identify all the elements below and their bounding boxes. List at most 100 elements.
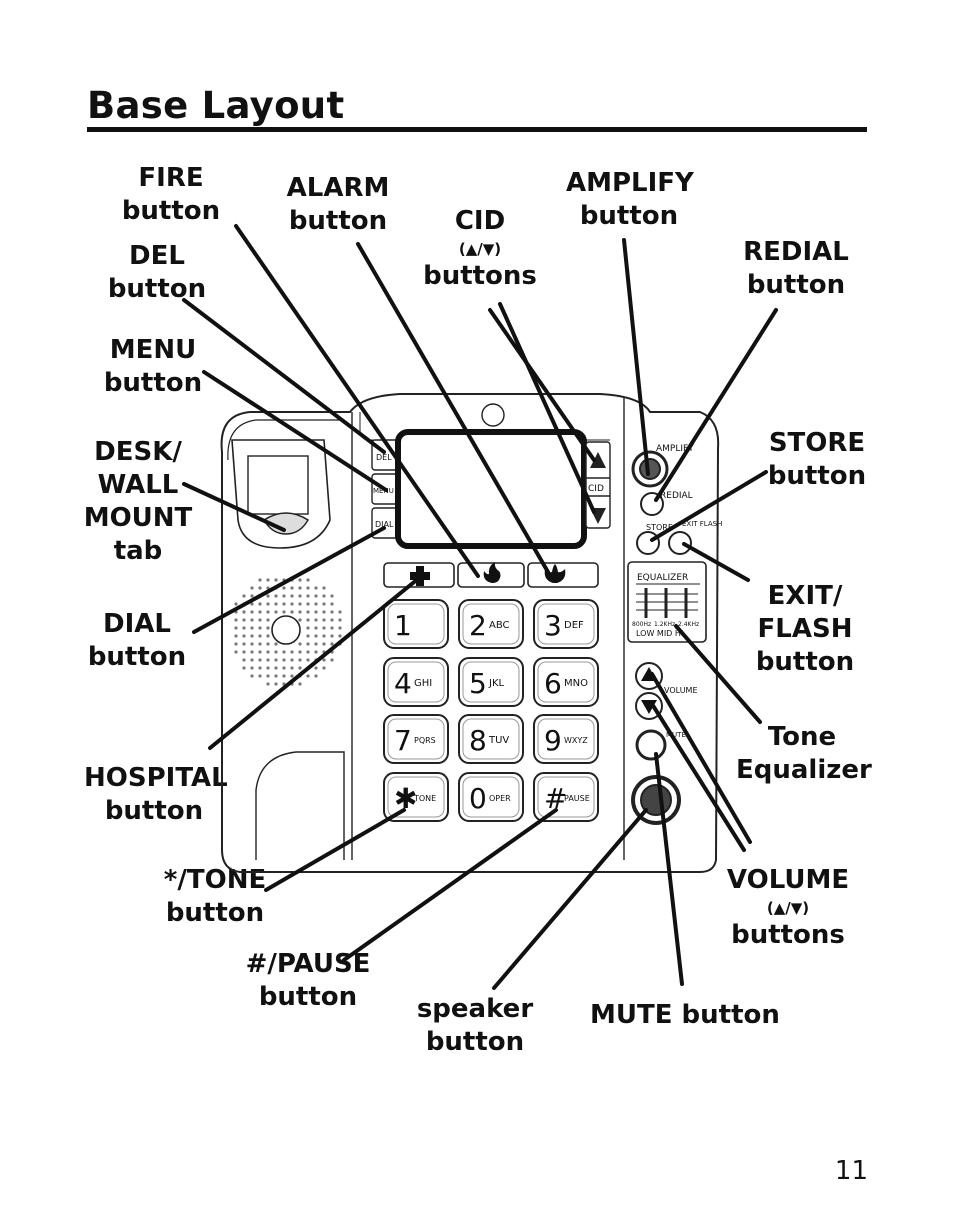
grille-dot	[298, 642, 302, 646]
grille-dot	[314, 642, 318, 646]
grille-dot	[322, 658, 326, 662]
grille-dot	[298, 586, 302, 590]
grille-dot	[274, 594, 278, 598]
grille-dot	[258, 626, 262, 630]
key-digit: 1	[394, 609, 412, 642]
keypad-key[interactable]: #PAUSE	[533, 772, 599, 822]
grille-dot	[330, 626, 334, 630]
grille-dot	[330, 634, 334, 638]
grille-dot	[338, 618, 342, 622]
key-letters: WXYZ	[564, 736, 588, 745]
grille-dot	[306, 610, 310, 614]
grille-dot	[282, 602, 286, 606]
grille-dot	[322, 642, 326, 646]
eq-bands: LOW MID HI	[636, 629, 683, 638]
grille-dot	[250, 626, 254, 630]
grille-dot	[290, 650, 294, 654]
grille-dot	[290, 586, 294, 590]
grille-dot	[306, 658, 310, 662]
grille-dot	[314, 602, 318, 606]
mute-key-label: MUTE	[666, 731, 686, 739]
grille-dot	[250, 594, 254, 598]
grille-dot	[306, 578, 310, 582]
grille-dot	[282, 666, 286, 670]
grille-dot	[242, 650, 246, 654]
grille-dot	[234, 650, 238, 654]
grille-dot	[274, 610, 278, 614]
grille-dot	[314, 674, 318, 678]
grille-dot	[330, 642, 334, 646]
grille-dot	[330, 602, 334, 606]
grille-dot	[274, 602, 278, 606]
phone-base-outline	[220, 393, 720, 873]
eq-freq-2: 1.2KHz	[654, 621, 675, 628]
grille-dot	[266, 658, 270, 662]
key-digit: 6	[544, 667, 562, 700]
equalizer-sliders	[636, 583, 700, 618]
grille-dot	[266, 674, 270, 678]
handset-cradle	[231, 439, 331, 549]
key-digit: 0	[469, 782, 487, 815]
key-digit: 5	[469, 667, 487, 700]
grille-dot	[274, 578, 278, 582]
grille-dot	[306, 642, 310, 646]
grille-center	[271, 615, 301, 645]
grille-dot	[266, 626, 270, 630]
volume-key-label: VOLUME	[664, 686, 698, 695]
grille-dot	[314, 594, 318, 598]
grille-dot	[266, 666, 270, 670]
key-letters: MNO	[564, 678, 588, 689]
key-digit: 4	[394, 667, 412, 700]
grille-dot	[322, 666, 326, 670]
grille-dot	[298, 658, 302, 662]
keypad-key[interactable]: ✱TONE	[383, 772, 449, 822]
grille-dot	[234, 626, 238, 630]
alarm-icon	[544, 564, 566, 583]
grille-dot	[274, 666, 278, 670]
equalizer-title: EQUALIZER	[637, 573, 688, 583]
title-rule	[87, 127, 867, 132]
grille-dot	[330, 658, 334, 662]
grille-dot	[274, 658, 278, 662]
cid-up-icon	[590, 452, 606, 468]
grille-dot	[282, 658, 286, 662]
grille-dot	[266, 650, 270, 654]
keypad-key[interactable]: 1	[383, 599, 449, 649]
grille-dot	[298, 602, 302, 606]
grille-dot	[274, 650, 278, 654]
grille-dot	[250, 634, 254, 638]
grille-dot	[314, 650, 318, 654]
grille-dot	[258, 610, 262, 614]
grille-dot	[266, 610, 270, 614]
amplify-key-label: AMPLIFY	[656, 444, 694, 454]
grille-dot	[306, 618, 310, 622]
grille-dot	[338, 626, 342, 630]
grille-dot	[242, 658, 246, 662]
key-digit: 3	[544, 609, 562, 642]
eq-freq-3: 2.4KHz	[678, 621, 699, 628]
grille-dot	[266, 602, 270, 606]
grille-dot	[266, 642, 270, 646]
grille-dot	[306, 674, 310, 678]
grille-dot	[250, 610, 254, 614]
grille-dot	[306, 594, 310, 598]
grille-dot	[298, 610, 302, 614]
label-volume: VOLUME (▲/▼) buttons	[726, 865, 850, 950]
